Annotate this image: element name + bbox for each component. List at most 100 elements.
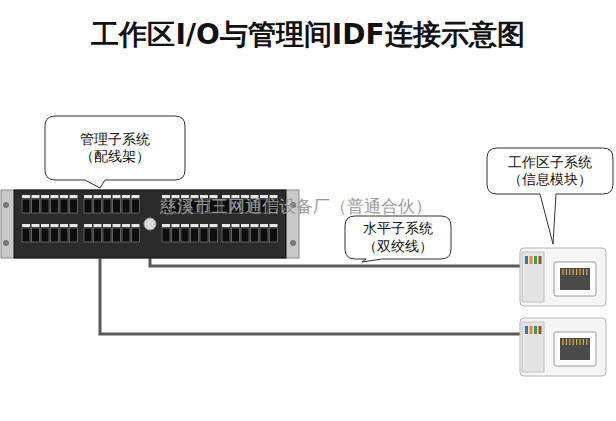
jack-cap	[522, 252, 544, 302]
wire-color-code	[539, 326, 542, 334]
rj45-port	[84, 224, 92, 242]
port-label-strip	[51, 195, 59, 198]
rj45-port	[132, 195, 140, 213]
keystone-jack	[520, 248, 606, 306]
callout-bubble: 工作区子系统（信息模块）	[487, 148, 613, 194]
screw-hole	[3, 240, 9, 246]
port-label-strip	[103, 224, 111, 227]
rj45-port	[103, 195, 111, 213]
port-opening	[103, 199, 111, 213]
port-label-strip	[200, 224, 208, 227]
rj45-port	[172, 224, 180, 242]
jack-body	[520, 248, 606, 306]
rj45-port	[132, 224, 140, 242]
port-opening	[122, 199, 130, 213]
port-label-strip	[113, 224, 121, 227]
jack-opening	[560, 268, 590, 290]
screw-hole	[290, 240, 296, 246]
keystone-jack	[520, 318, 606, 376]
callout-bubble: 管理子系统（配线架）	[45, 116, 185, 180]
contact-pin	[566, 339, 567, 345]
jack-cap	[522, 322, 544, 372]
wire-color-code	[525, 326, 528, 334]
contact-pin	[576, 269, 577, 275]
rj45-port	[222, 224, 230, 242]
rj45-port	[103, 224, 111, 242]
wire-color-code	[534, 326, 537, 334]
contact-pin	[576, 339, 577, 345]
wire-color-code	[530, 326, 533, 334]
rj45-port	[260, 224, 268, 242]
port-opening	[22, 228, 30, 242]
component-name: （双绞线）	[345, 238, 451, 256]
bubble-path	[45, 116, 185, 188]
port-label-strip	[70, 195, 78, 198]
rj45-port	[94, 224, 102, 242]
port-opening	[181, 228, 189, 242]
rj45-port	[191, 224, 199, 242]
wire-color-code	[539, 256, 542, 264]
port-opening	[232, 228, 240, 242]
port-label-strip	[103, 195, 111, 198]
subsystem-name: 水平子系统	[345, 220, 451, 238]
port-opening	[210, 228, 218, 242]
rj45-port	[122, 224, 130, 242]
port-opening	[270, 228, 278, 242]
port-opening	[113, 228, 121, 242]
rj45-port	[60, 224, 68, 242]
port-label-strip	[22, 224, 30, 227]
port-opening	[41, 199, 49, 213]
port-opening	[103, 228, 111, 242]
port-label-strip	[260, 224, 268, 227]
port-label-strip	[41, 195, 49, 198]
port-label-strip	[94, 224, 102, 227]
port-opening	[191, 228, 199, 242]
port-label-strip	[172, 224, 180, 227]
port-label-strip	[122, 195, 130, 198]
component-name: （配线架）	[45, 148, 185, 166]
port-opening	[251, 228, 259, 242]
port-label-strip	[132, 195, 140, 198]
port-opening	[200, 228, 208, 242]
wire-color-code	[530, 256, 533, 264]
contact-pin	[573, 339, 574, 345]
port-opening	[241, 228, 249, 242]
port-label-strip	[84, 224, 92, 227]
port-opening	[84, 228, 92, 242]
rj45-port	[32, 224, 40, 242]
component-name: （信息模块）	[487, 171, 613, 189]
rj45-port	[22, 195, 30, 213]
cable	[100, 256, 522, 334]
jack-face	[554, 332, 596, 366]
port-label-strip	[132, 224, 140, 227]
contact-pin	[562, 269, 563, 275]
rj45-port	[162, 224, 170, 242]
port-label-strip	[113, 195, 121, 198]
port-label-strip	[70, 224, 78, 227]
port-label-strip	[60, 224, 68, 227]
port-opening	[41, 228, 49, 242]
rj45-port	[84, 195, 92, 213]
port-label-strip	[32, 224, 40, 227]
rj45-port	[122, 195, 130, 213]
contact-pin	[583, 339, 584, 345]
rj45-port	[241, 224, 249, 242]
port-label-strip	[270, 224, 278, 227]
rj45-port	[32, 195, 40, 213]
contact-pin	[573, 269, 574, 275]
port-label-strip	[32, 195, 40, 198]
contact-pin	[586, 269, 587, 275]
rj45-port	[113, 224, 121, 242]
rj45-port	[113, 195, 121, 213]
port-label-strip	[22, 195, 30, 198]
bubble-path	[345, 216, 451, 262]
rj45-port	[232, 224, 240, 242]
port-opening	[70, 228, 78, 242]
rj45-port	[70, 195, 78, 213]
rj45-port	[51, 195, 59, 213]
port-label-strip	[41, 224, 49, 227]
wire-color-code	[534, 256, 537, 264]
port-opening	[22, 199, 30, 213]
rj45-port	[251, 224, 259, 242]
